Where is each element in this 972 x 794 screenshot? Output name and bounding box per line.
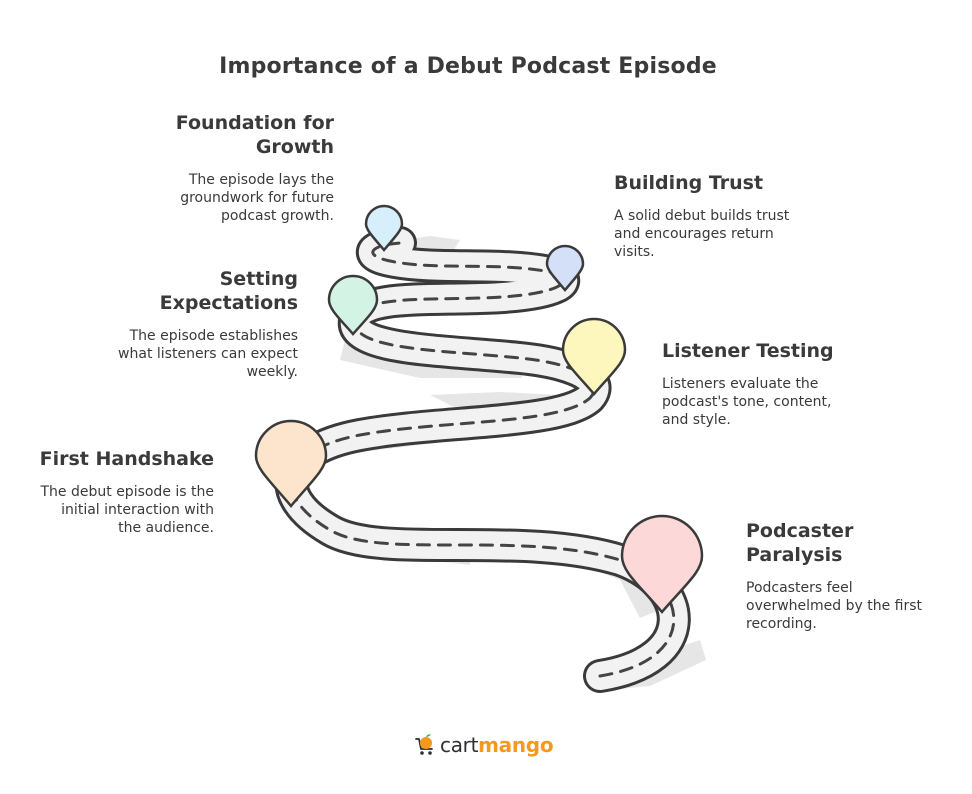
mango-cart-icon (415, 734, 433, 755)
stage-expectations: Setting Expectations The episode establi… (70, 267, 298, 381)
cartmango-logo: cartmango (414, 732, 554, 758)
stage-foundation: Foundation for Growth The episode lays t… (150, 111, 334, 225)
diagram-title: Importance of a Debut Podcast Episode (219, 54, 717, 79)
pin-expectations (327, 274, 379, 336)
stage-heading: Listener Testing (662, 340, 834, 362)
pin-foundation (364, 204, 404, 252)
stage-description: The episode lays the groundwork for futu… (180, 172, 334, 224)
stage-heading: Foundation for Growth (175, 112, 334, 158)
pin-paralysis (620, 514, 704, 614)
pin-trust (545, 244, 585, 292)
pin-handshake (254, 419, 328, 508)
stage-trust: Building Trust A solid debut builds trus… (614, 171, 844, 261)
stage-heading: Building Trust (614, 172, 764, 194)
stage-paralysis: Podcaster Paralysis Podcasters feel over… (746, 519, 956, 633)
pin-testing (561, 317, 627, 396)
stage-handshake: First Handshake The debut episode is the… (14, 447, 214, 537)
stage-testing: Listener Testing Listeners evaluate the … (662, 339, 892, 429)
stage-description: The debut episode is the initial interac… (40, 484, 215, 536)
logo-text-cart: cart (440, 733, 479, 757)
stage-heading: Podcaster Paralysis (746, 520, 854, 566)
stage-description: Listeners evaluate the podcast's tone, c… (662, 376, 832, 428)
stage-description: A solid debut builds trust and encourage… (614, 208, 790, 260)
stage-description: Podcasters feel overwhelmed by the first… (746, 580, 923, 632)
logo-text-mango: mango (478, 733, 554, 757)
stage-heading: First Handshake (39, 448, 214, 470)
stage-heading: Setting Expectations (159, 268, 298, 314)
stage-description: The episode establishes what listeners c… (118, 328, 298, 380)
